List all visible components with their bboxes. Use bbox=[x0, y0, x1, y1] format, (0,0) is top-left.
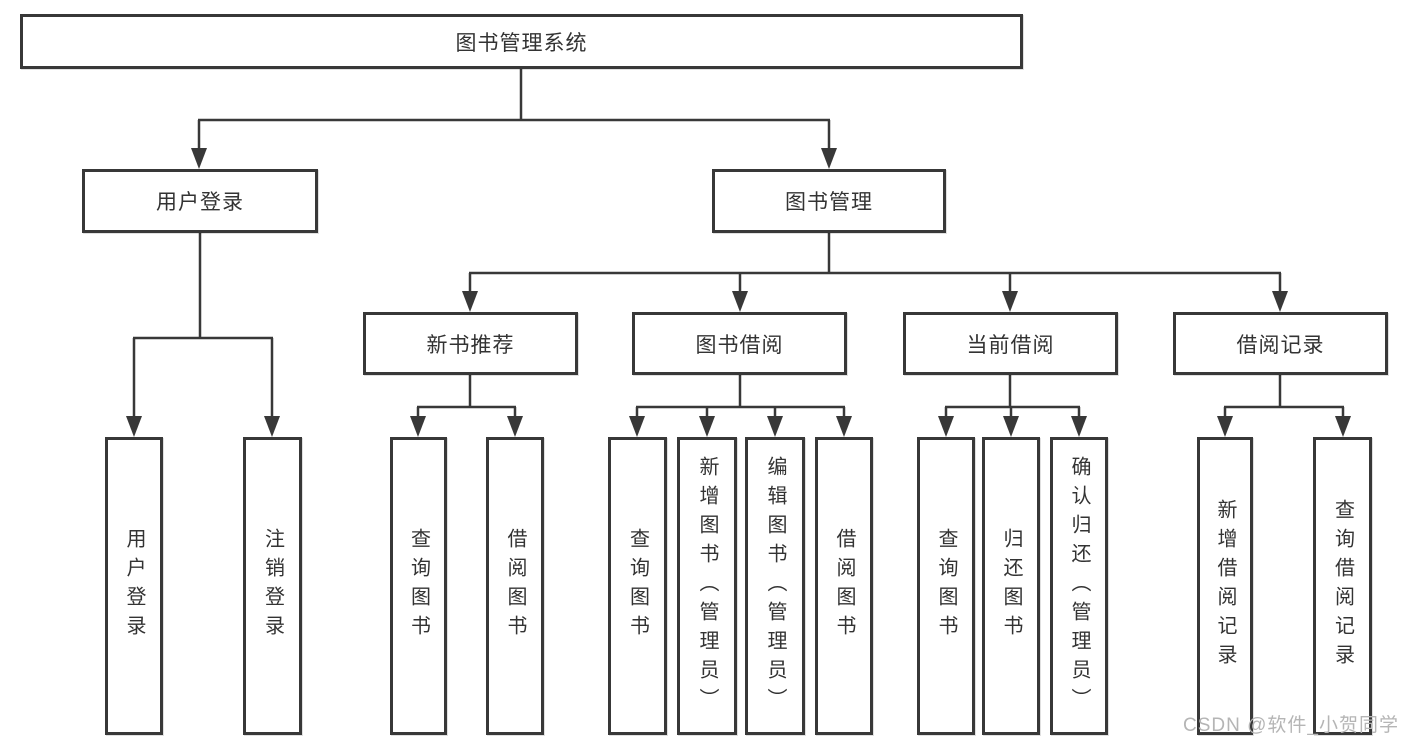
node-label: 归还图书 bbox=[1000, 528, 1022, 644]
leaf-query-books-current: 查询图书 bbox=[917, 437, 975, 735]
leaf-confirm-return-admin: 确认归还（管理员） bbox=[1050, 437, 1108, 735]
node-label: 用户登录 bbox=[123, 528, 145, 644]
leaf-return-books: 归还图书 bbox=[982, 437, 1040, 735]
node-label: 查询借阅记录 bbox=[1331, 499, 1354, 673]
leaf-query-books-borrow: 查询图书 bbox=[608, 437, 667, 735]
node-label: 图书管理 bbox=[785, 191, 873, 214]
watermark: CSDN @软件_小贺同学 bbox=[1183, 715, 1399, 736]
node-current-borrowing: 当前借阅 bbox=[903, 312, 1118, 375]
node-label: 注销登录 bbox=[261, 528, 284, 644]
leaf-add-borrow-record: 新增借阅记录 bbox=[1197, 437, 1253, 735]
node-label: 借阅图书 bbox=[504, 528, 526, 644]
node-label: 图书借阅 bbox=[695, 333, 784, 357]
node-label: 借阅记录 bbox=[1236, 333, 1325, 357]
leaf-borrow-books-recommend: 借阅图书 bbox=[486, 437, 544, 735]
node-label: 借阅图书 bbox=[833, 528, 855, 644]
arrowheads bbox=[126, 148, 1351, 437]
leaf-query-books-recommend: 查询图书 bbox=[390, 437, 447, 735]
node-label: 图书管理系统 bbox=[455, 31, 588, 55]
leaf-add-books-admin: 新增图书（管理员） bbox=[677, 437, 737, 735]
node-label: 确认归还（管理员） bbox=[1068, 455, 1090, 717]
leaf-edit-books-admin: 编辑图书（管理员） bbox=[745, 437, 805, 735]
leaf-query-borrow-record: 查询借阅记录 bbox=[1313, 437, 1372, 735]
node-library-management-system: 图书管理系统 bbox=[20, 14, 1023, 69]
leaf-user-login: 用户登录 bbox=[105, 437, 163, 735]
leaf-borrow-books-borrow: 借阅图书 bbox=[815, 437, 873, 735]
node-label: 用户登录 bbox=[156, 191, 244, 214]
node-user-login: 用户登录 bbox=[82, 169, 318, 233]
node-book-borrowing: 图书借阅 bbox=[632, 312, 847, 375]
node-label: 查询图书 bbox=[626, 528, 649, 644]
node-label: 新书推荐 bbox=[426, 333, 515, 357]
node-label: 编辑图书（管理员） bbox=[764, 455, 786, 717]
node-label: 新增借阅记录 bbox=[1214, 499, 1236, 673]
node-label: 当前借阅 bbox=[966, 333, 1055, 357]
leaf-logout: 注销登录 bbox=[243, 437, 302, 735]
node-label: 新增图书（管理员） bbox=[696, 455, 718, 717]
node-label: 查询图书 bbox=[407, 528, 430, 644]
node-new-book-recommend: 新书推荐 bbox=[363, 312, 578, 375]
node-book-management: 图书管理 bbox=[712, 169, 946, 233]
node-borrowing-records: 借阅记录 bbox=[1173, 312, 1388, 375]
node-label: 查询图书 bbox=[935, 528, 957, 644]
